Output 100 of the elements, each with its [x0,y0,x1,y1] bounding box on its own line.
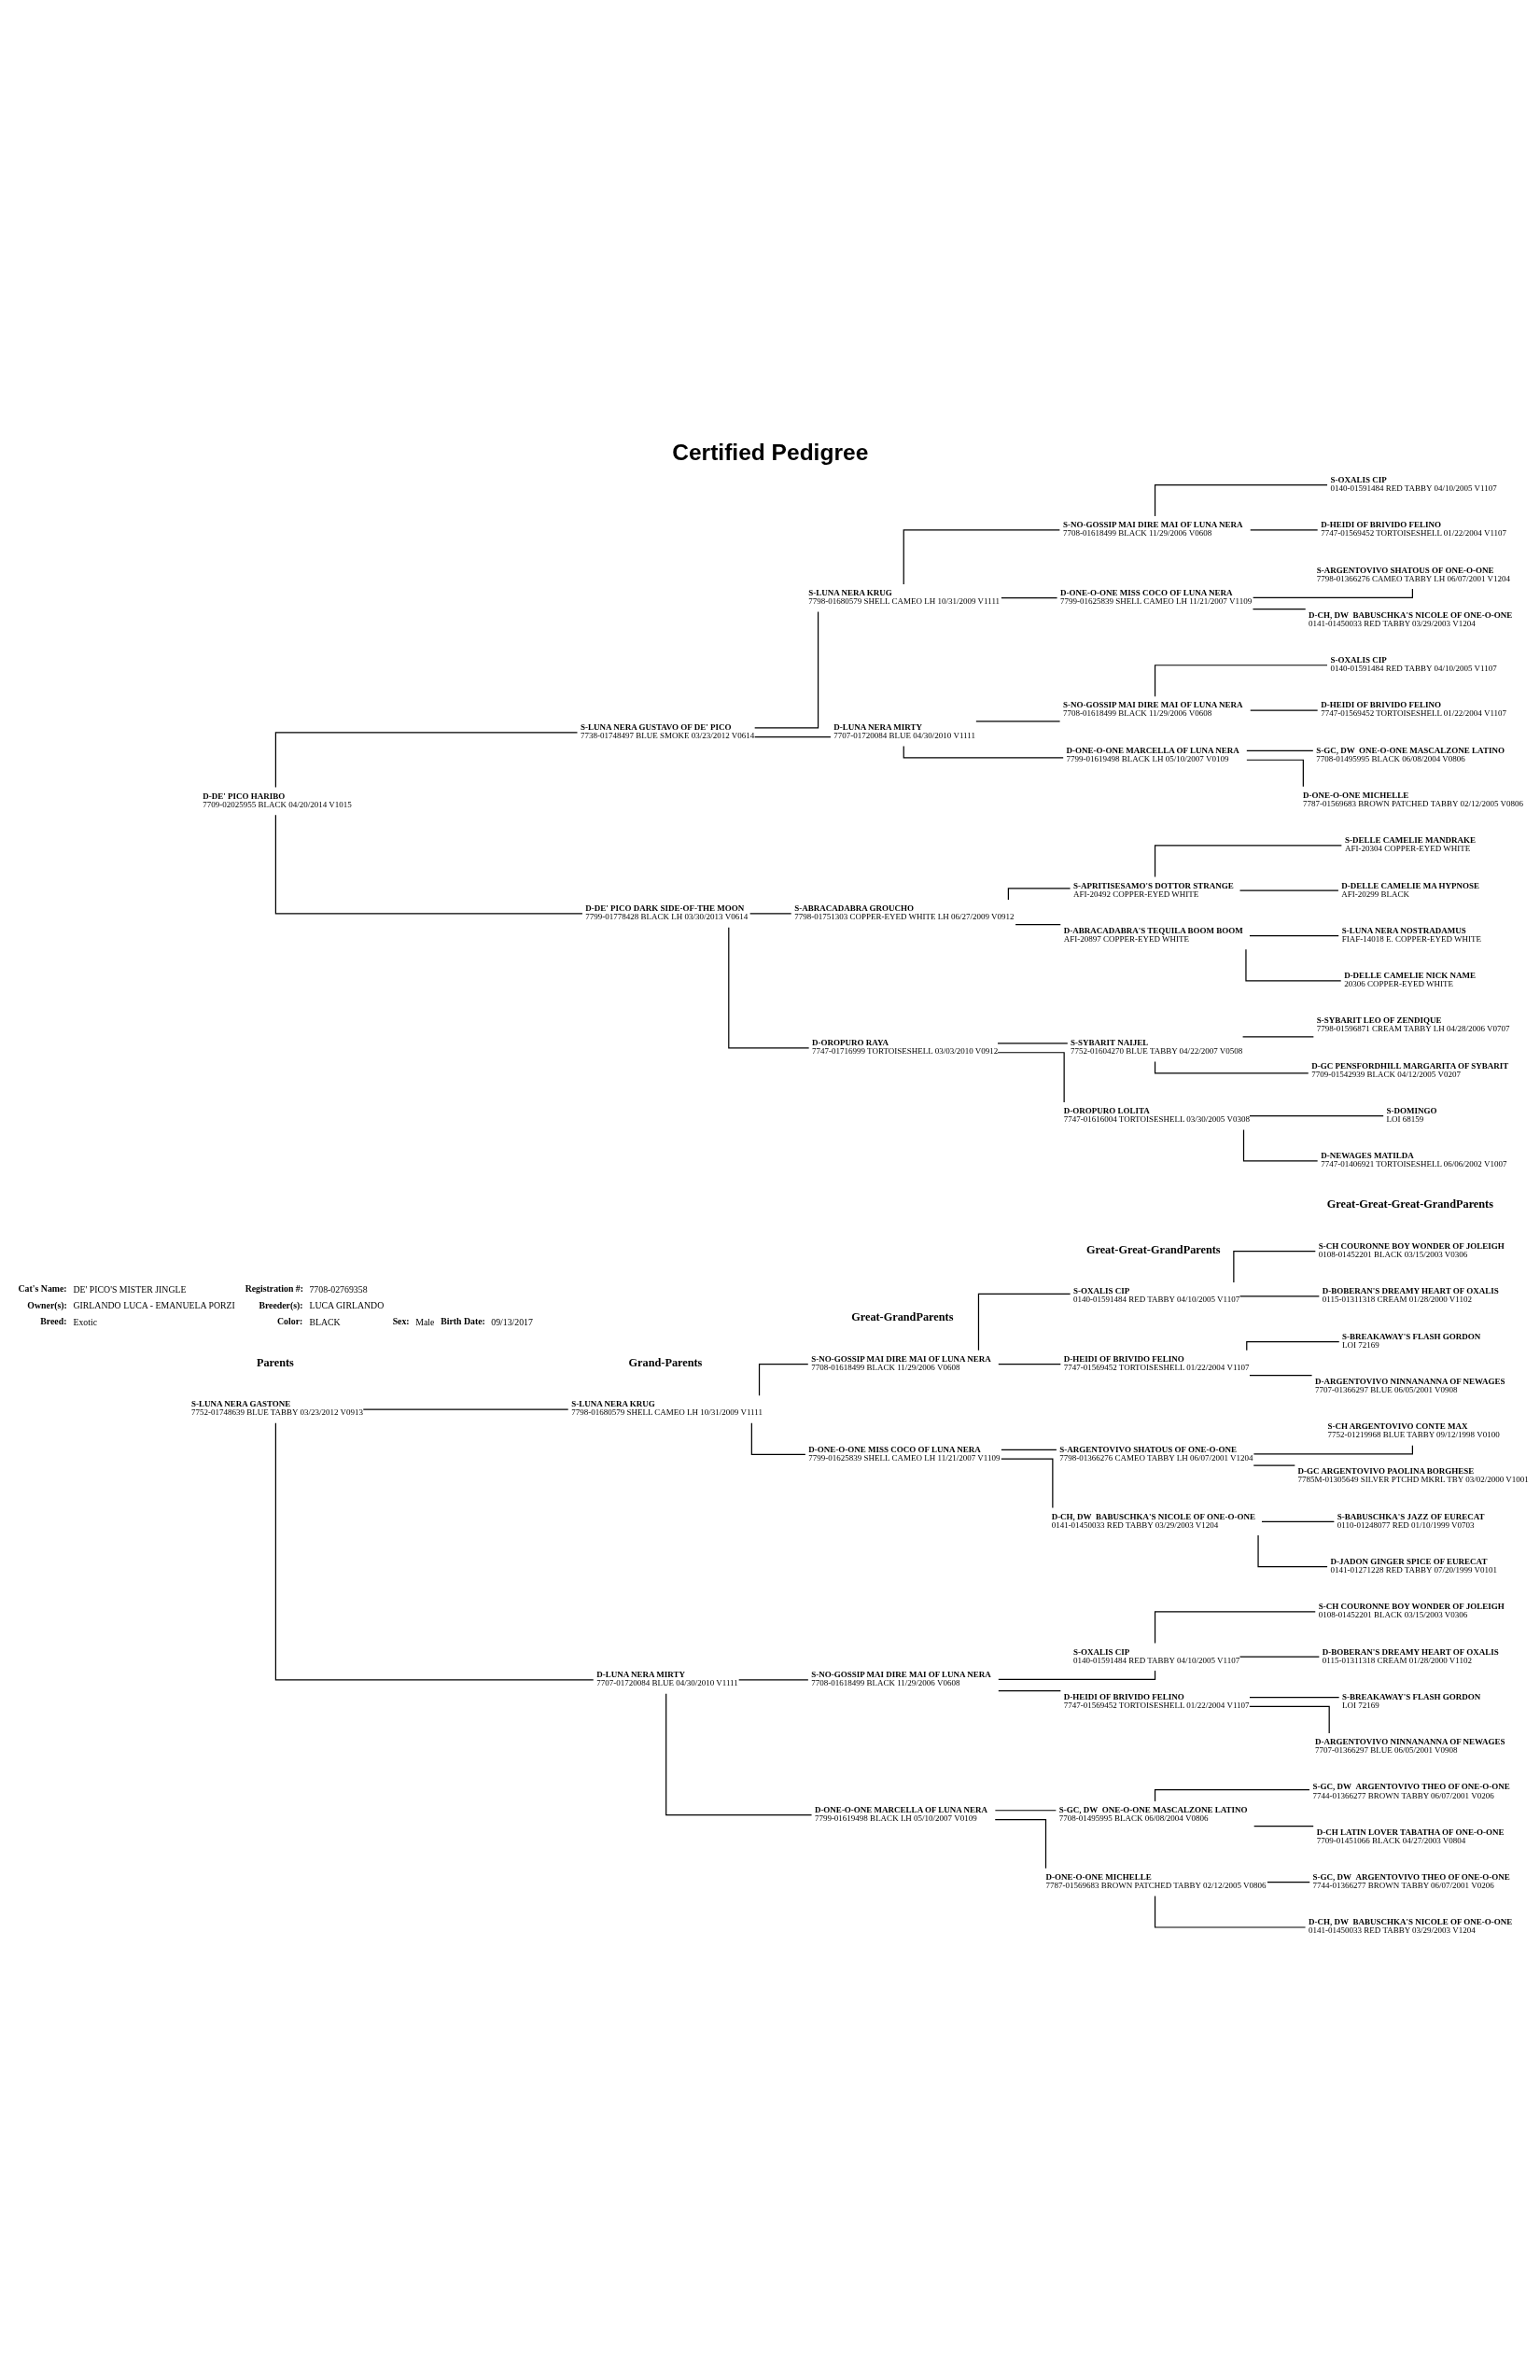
node-text: D-NEWAGES MATILDA 7747-01406921 TORTOISESHELL 06/06/2002 V1007 [1321,1150,1507,1169]
label: Sex: [392,1315,410,1326]
label: Birth Date: [441,1315,485,1326]
connector [1261,1520,1335,1522]
connector [1239,1656,1320,1658]
node-text: D-DELLE CAMELIE NICK NAME 20306 COPPER-EYED WHITE [1344,970,1476,988]
connector [1246,749,1314,751]
connector [1239,1295,1320,1296]
connector [998,1670,1156,1680]
node-text: S-CH ARGENTOVIVO CONTE MAX 7752-01219968 BLUE TABBY 09/12/1998 V0100 [1327,1421,1500,1439]
label: 7708-02769358 [309,1283,368,1295]
node-text: D-ONE-O-ONE MICHELLE 7787-01569683 BROWN PATCHED TABBY 02/12/2005 V0806 [1302,790,1523,808]
node-text: D-LUNA NERA MIRTY 7707-01720084 BLUE 04/30/2010 V1111 [596,1669,738,1687]
connector [998,1689,1061,1691]
node-text: D-LUNA NERA MIRTY 7707-01720084 BLUE 04/30/2010 V1111 [833,721,975,740]
node-text: S-OXALIS CIP 0140-01591484 RED TABBY 04/10/2005 V1107 [1330,654,1497,673]
node-text: S-GC, DW ARGENTOVIVO THEO OF ONE-O-ONE 7744-01366277 BROWN TABBY 06/07/2001 V0206 [1312,1781,1510,1799]
connector [1249,1705,1330,1733]
connector [754,735,832,737]
connector [975,720,1061,722]
node-text: S-GC, DW ONE-O-ONE MASCALZONE LATINO 7708-01495995 BLACK 06/08/2004 V0806 [1058,1804,1248,1823]
node-text: D-JADON GINGER SPICE OF EURECAT 0141-01271228 RED TABBY 07/20/1999 V0101 [1330,1556,1498,1575]
connector [1246,759,1304,787]
node-text: S-BABUSCHKA'S JAZZ OF EURECAT 0110-01248077 RED 01/10/1999 V0703 [1337,1511,1485,1530]
label: Breeder(s): [259,1299,303,1310]
connector [274,731,579,788]
node-text: S-OXALIS CIP 0140-01591484 RED TABBY 04/10/2005 V1107 [1072,1646,1240,1665]
connector [362,1407,569,1410]
connector [1249,1114,1384,1116]
connector [1257,1533,1328,1567]
node-text: S-NO-GOSSIP MAI DIRE MAI OF LUNA NERA 7708-01618499 BLACK 11/29/2006 V0608 [1062,519,1243,538]
connector [1253,1464,1295,1466]
node-text: D-ONE-O-ONE MICHELLE 7787-01569683 BROWN PATCHED TABBY 02/12/2005 V0806 [1045,1871,1267,1890]
connector [758,1363,809,1396]
label: Grand-Parents [628,1355,703,1369]
connector [903,528,1060,585]
node-text: D-ABRACADABRA'S TEQUILA BOOM BOOM AFI-20897 COPPER-EYED WHITE [1063,925,1243,944]
connector [749,912,792,914]
connector [1249,1696,1340,1698]
label: Registration #: [245,1282,304,1294]
node-text: S-DELLE CAMELIE MANDRAKE AFI-20304 COPPER-EYED WHITE [1344,834,1476,853]
connector [1249,1374,1313,1376]
node-text: S-LUNA NERA GASTONE 7752-01748639 BLUE TABBY 03/23/2012 V0913 [190,1398,364,1417]
node-text: D-CH LATIN LOVER TABATHA OF ONE-O-ONE 7709-01451066 BLACK 04/27/2003 V0804 [1316,1827,1505,1845]
connector [738,1678,809,1680]
connector [750,1421,806,1455]
node-text: S-APRITISESAMO'S DOTTOR STRANGE AFI-20492 COPPER-EYED WHITE [1072,880,1234,899]
node-text: S-CH COURONNE BOY WONDER OF JOLEIGH 0108-01452201 BLACK 03/15/2003 V0306 [1318,1601,1505,1619]
connector [665,1692,813,1815]
connector [754,610,819,728]
node-text: S-DOMINGO LOI 68159 [1386,1105,1437,1124]
connector [1001,1449,1057,1450]
connector [274,814,583,914]
connector [1154,1895,1307,1928]
node-text: S-ARGENTOVIVO SHATOUS OF ONE-O-ONE 7798-01366276 CAMEO TABBY LH 06/07/2001 V1204 [1316,565,1511,583]
node-text: S-OXALIS CIP 0140-01591484 RED TABBY 04/10/2005 V1107 [1330,474,1497,493]
node-text: D-ONE-O-ONE MARCELLA OF LUNA NERA 7799-01619498 BLACK LH 05/10/2007 V0109 [1066,745,1239,763]
connector [1001,596,1058,598]
node-text: D-DELLE CAMELIE MA HYPNOSE AFI-20299 BLACK [1341,880,1480,899]
label: Parents [256,1355,294,1369]
connector [1250,708,1319,711]
connector [1253,1825,1314,1827]
connector [728,926,810,1048]
connector [274,1421,595,1680]
node-text: S-GC, DW ARGENTOVIVO THEO OF ONE-O-ONE 7744-01366277 BROWN TABBY 06/07/2001 V0206 [1312,1871,1510,1890]
label: Male [415,1316,435,1327]
node-text: D-OROPURO LOLITA 7747-01616004 TORTOISESHELL 03/30/2005 V0308 [1063,1105,1250,1124]
node-text: D-ONE-O-ONE MARCELLA OF LUNA NERA 7799-01619498 BLACK LH 05/10/2007 V0109 [814,1804,988,1823]
node-text: S-LUNA NERA GUSTAVO OF DE' PICO 7738-01748497 BLUE SMOKE 03/23/2012 V0614 [581,721,755,740]
connector [1154,844,1342,877]
node-text: D-DE' PICO HARIBO 7709-02025955 BLACK 04/20/2014 V1015 [203,791,352,809]
node-text: D-CH, DW BABUSCHKA'S NICOLE OF ONE-O-ONE 0141-01450033 RED TABBY 03/29/2003 V1204 [1309,1916,1513,1935]
node-text: S-LUNA NERA KRUG 7798-01680579 SHELL CAMEO LH 10/31/2009 V1111 [571,1398,763,1417]
node-text: D-BOBERAN'S DREAMY HEART OF OXALIS 0115-01311318 CREAM 01/28/2000 V1102 [1322,1646,1499,1665]
connector [1267,1881,1310,1883]
label: Exotic [73,1316,98,1327]
connector [1007,887,1071,901]
connector [1001,1458,1054,1508]
label: Cat's Name: [18,1282,67,1294]
connector [977,1293,1071,1351]
label: DE' PICO'S MISTER JINGLE [73,1283,187,1295]
node-text: S-NO-GOSSIP MAI DIRE MAI OF LUNA NERA 7708-01618499 BLACK 11/29/2006 V0608 [811,1669,991,1687]
node-text: D-GC ARGENTOVIVO PAOLINA BORGHESE 7785M-01305649 SILVER PTCHD MKRL TBY 03/02/2000 V1001 [1297,1465,1529,1484]
connector [1250,528,1319,530]
connector [1154,1610,1316,1644]
connector [1242,1128,1319,1162]
connector [1249,934,1339,936]
node-text: S-BREAKAWAY'S FLASH GORDON LOI 72169 [1342,1331,1481,1350]
node-text: D-HEIDI OF BRIVIDO FELINO 7747-01569452 TORTOISESHELL 01/22/2004 V1107 [1063,1691,1250,1710]
node-text: S-SYBARIT NAIJEL 7752-01604270 BLUE TABBY 04/22/2007 V0508 [1071,1037,1243,1056]
node-text: D-ARGENTOVIVO NINNANANNA OF NEWAGES 7707-01366297 BLUE 06/05/2001 V0908 [1315,1376,1505,1394]
node-text: D-CH, DW BABUSCHKA'S NICOLE OF ONE-O-ONE 0141-01450033 RED TABBY 03/29/2003 V1204 [1051,1511,1255,1530]
connector [1154,483,1328,517]
connector [994,1809,1057,1811]
connector [994,1818,1047,1869]
label: Great-Great-Great-GrandParents [1326,1197,1493,1211]
connector [1241,1035,1314,1038]
label: BLACK [309,1316,341,1327]
node-text: D-ARGENTOVIVO NINNANANNA OF NEWAGES 7707-01366297 BLUE 06/05/2001 V0908 [1315,1736,1505,1755]
connector [1154,664,1328,697]
